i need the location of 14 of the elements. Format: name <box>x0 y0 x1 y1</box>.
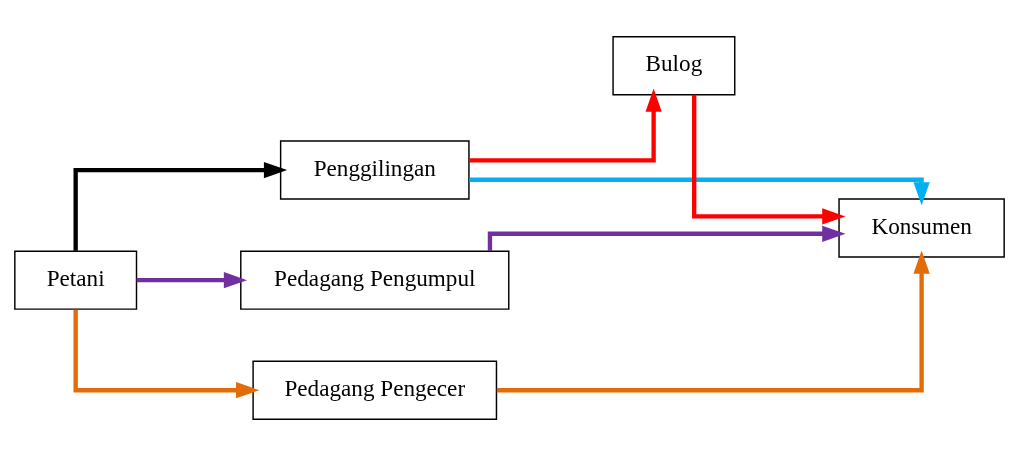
node-box: Pedagang Pengecer <box>252 360 498 420</box>
node-box: Bulog <box>612 35 736 95</box>
arrow <box>73 161 288 251</box>
arrow <box>73 309 260 398</box>
node-box: Penggilingan <box>279 139 470 200</box>
node-box: Pedagang Pengumpul <box>240 249 510 310</box>
arrow <box>692 94 846 225</box>
arrow <box>496 249 930 392</box>
node-box: Konsumen <box>838 197 1005 258</box>
arrow <box>487 225 846 251</box>
arrow <box>469 177 930 205</box>
node-box: Petani <box>14 249 138 310</box>
arrow <box>469 88 662 163</box>
arrow <box>136 271 248 288</box>
